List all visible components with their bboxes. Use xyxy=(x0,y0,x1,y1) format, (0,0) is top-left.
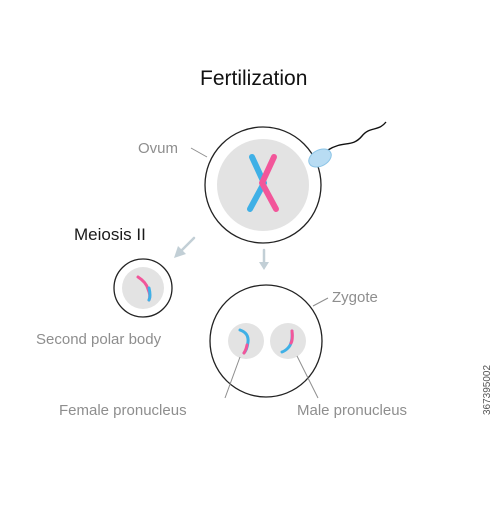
sperm xyxy=(308,121,387,168)
arrow-to-zygote xyxy=(259,248,269,270)
meiosis-label: Meiosis II xyxy=(74,225,146,244)
polar-body-cell xyxy=(113,258,173,318)
male-pronucleus xyxy=(270,323,306,359)
female-pronucleus xyxy=(228,323,264,359)
polar-body-nucleus xyxy=(122,267,164,309)
male-pronucleus-leader-line xyxy=(296,355,319,399)
zygote-cell xyxy=(209,284,323,398)
ovum-label: Ovum xyxy=(138,140,179,157)
sperm-tail xyxy=(327,121,387,151)
sperm-head xyxy=(308,148,332,168)
male-pronucleus-label: Male pronucleus xyxy=(297,402,408,419)
female-pronucleus-leader-line xyxy=(224,356,241,399)
stock-id-label: 367395002 xyxy=(482,364,493,415)
diagram-title: Fertilization xyxy=(200,67,308,90)
ovum-chromosome-pink xyxy=(259,154,279,212)
ovum-cell xyxy=(204,126,322,244)
zygote-label: Zygote xyxy=(332,289,378,306)
zygote-leader-line xyxy=(312,297,329,307)
arrow-to-polar-body xyxy=(174,236,196,258)
polar-body-label: Second polar body xyxy=(36,331,162,348)
ovum-leader-line xyxy=(190,147,208,158)
female-pronucleus-label: Female pronucleus xyxy=(59,402,187,419)
